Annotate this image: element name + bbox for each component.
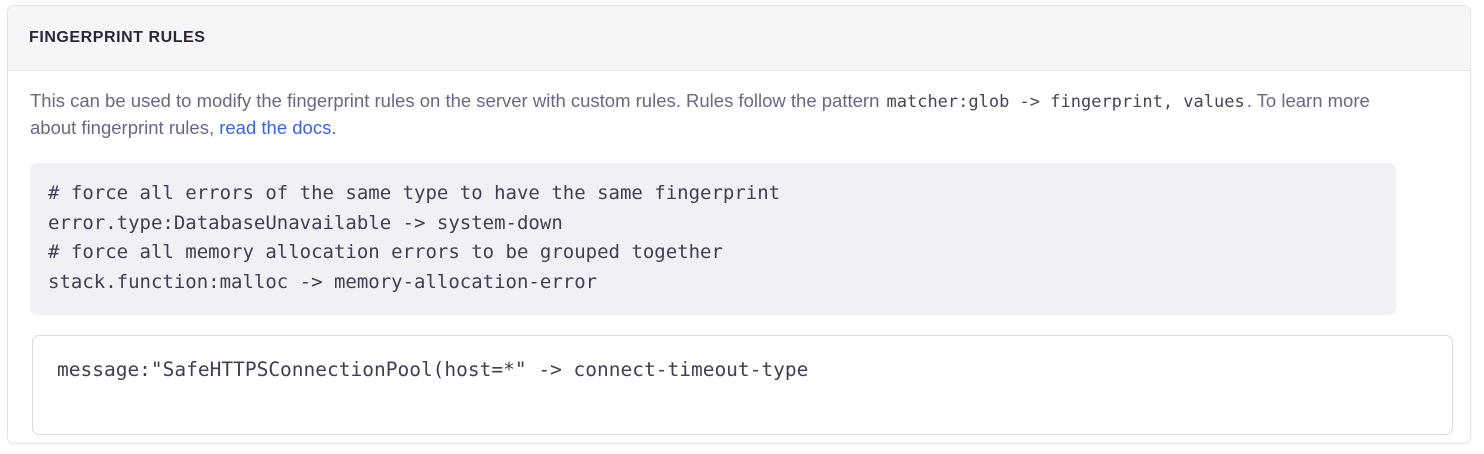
fingerprint-rules-panel: FINGERPRINT RULES This can be used to mo…	[7, 5, 1471, 444]
example-rules-code-block: # force all errors of the same type to h…	[30, 163, 1396, 315]
fingerprint-rules-input[interactable]	[32, 335, 1453, 435]
description-text: This can be used to modify the fingerpri…	[30, 88, 1380, 141]
inline-code-pattern: matcher:glob -> fingerprint, values	[886, 92, 1245, 112]
panel-body: This can be used to modify the fingerpri…	[8, 71, 1470, 435]
description-period: .	[331, 117, 337, 138]
panel-header: FINGERPRINT RULES	[8, 6, 1470, 71]
page-title: FINGERPRINT RULES	[29, 29, 206, 46]
read-the-docs-link[interactable]: read the docs	[219, 117, 332, 138]
description-part-2: . To learn more about fingerprint rules,	[30, 90, 1370, 138]
description-part-1: This can be used to modify the fingerpri…	[30, 90, 885, 111]
